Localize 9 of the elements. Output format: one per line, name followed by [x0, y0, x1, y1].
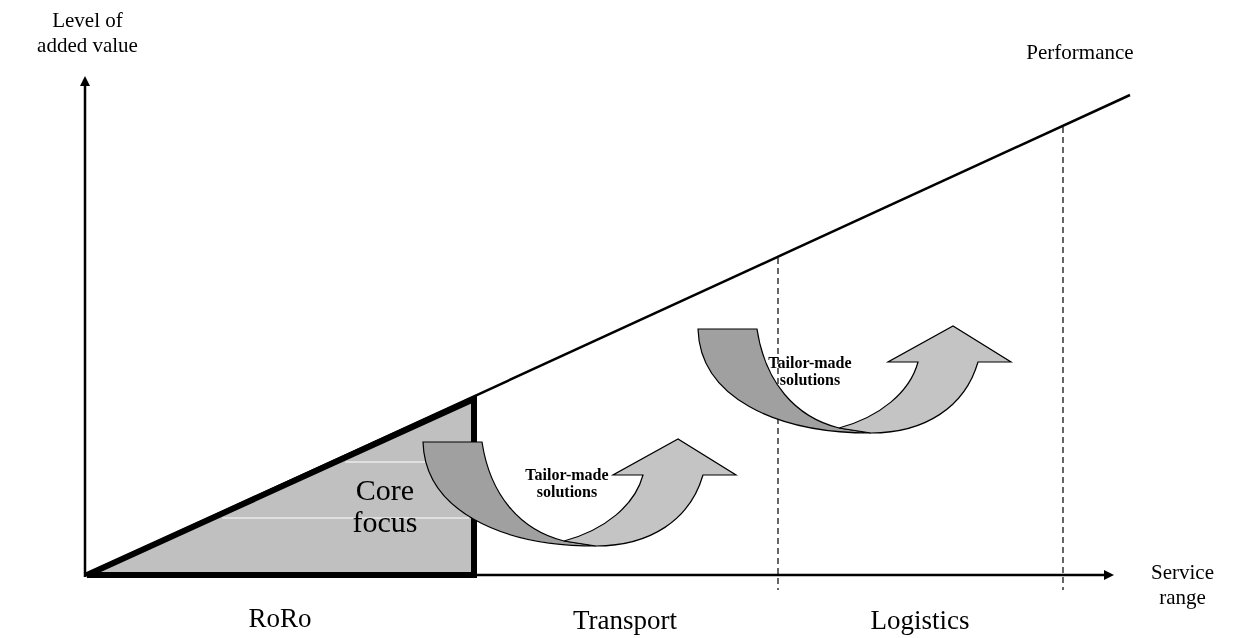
- category-label: Logistics: [869, 604, 971, 637]
- line-label: Performance: [1025, 40, 1135, 66]
- category-label: RoRo: [247, 602, 313, 635]
- arrow-label: Tailor-made solutions: [524, 467, 610, 501]
- axis-title: Service range: [1150, 560, 1215, 611]
- arrow-label: Tailor-made solutions: [767, 355, 853, 389]
- axis-title: Level of added value: [36, 8, 139, 59]
- region-label: Core focus: [351, 474, 419, 537]
- category-label: Transport: [572, 604, 678, 637]
